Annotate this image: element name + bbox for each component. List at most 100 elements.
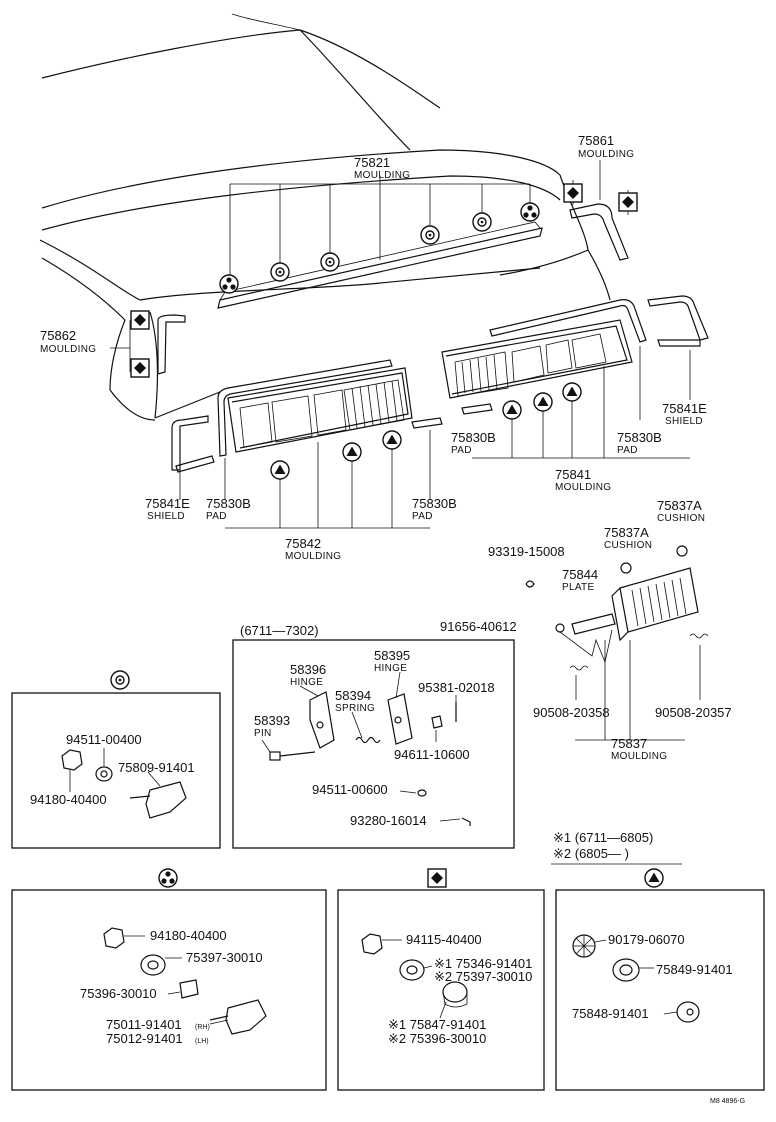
- circle-clip-detail-box: [11, 692, 221, 849]
- circle-dot-symbol: [110, 670, 130, 690]
- label-93280: 93280-16014: [350, 813, 427, 828]
- triangle-circle-symbol: [270, 460, 290, 480]
- label-75861: 75861: [578, 133, 614, 148]
- triangle-circle-symbol: [562, 382, 582, 402]
- label-94611: 94611-10600: [394, 747, 470, 762]
- label-c-note2-75396: ※2 75396-30010: [388, 1031, 486, 1046]
- circle-clip-parts: [61, 748, 187, 819]
- label-pad-left2: PAD: [412, 511, 433, 522]
- label-75841-moulding: MOULDING: [555, 482, 611, 493]
- triangle-clip-parts: [572, 934, 700, 1023]
- label-cushion-1: CUSHION: [657, 513, 705, 524]
- triangle-circle-symbol: [342, 442, 362, 462]
- label-shield-right: SHIELD: [665, 416, 703, 427]
- label-75837a-2: 75837A: [604, 525, 649, 540]
- circle-dot-symbol: [420, 225, 440, 245]
- label-75837: 75837: [611, 736, 647, 751]
- label-75821-moulding: MOULDING: [354, 170, 410, 181]
- label-75830b-right: 75830B: [617, 430, 662, 445]
- label-c-note2-75397: ※2 75397-30010: [434, 969, 532, 984]
- label-75841e-left: 75841E: [145, 496, 190, 511]
- label-hinge-1: HINGE: [290, 677, 323, 688]
- label-a-94511: 94511-00400: [66, 732, 142, 747]
- label-a-75809: 75809-91401: [118, 760, 195, 775]
- label-d-75848: 75848-91401: [572, 1006, 649, 1021]
- label-75830b-left: 75830B: [206, 496, 251, 511]
- triple-dot-symbol: [520, 202, 540, 222]
- label-94511-600: 94511-00600: [312, 782, 388, 797]
- label-58395: 58395: [374, 648, 410, 663]
- circle-dot-symbol: [270, 262, 290, 282]
- label-b-75012: 75012-91401: [106, 1031, 183, 1046]
- diamond-square-symbol: [130, 310, 150, 330]
- diamond-square-symbol: [130, 358, 150, 378]
- garnish-75837: [525, 545, 709, 741]
- label-90508-358: 90508-20358: [533, 705, 610, 720]
- label-75841: 75841: [555, 467, 591, 482]
- circle-dot-symbol: [320, 252, 340, 272]
- label-75861-moulding: MOULDING: [578, 149, 634, 160]
- label-c-94115: 94115-40400: [406, 932, 482, 947]
- label-a-94180: 94180-40400: [30, 792, 107, 807]
- label-91656: 91656-40612: [440, 619, 517, 634]
- tail-light-left-75842: [171, 359, 443, 529]
- label-pin: PIN: [254, 728, 272, 739]
- label-pad-center: PAD: [451, 445, 472, 456]
- label-75841e-right: 75841E: [662, 401, 707, 416]
- label-c-note1-75847: ※1 75847-91401: [388, 1017, 486, 1032]
- label-b-rh: (RH): [195, 1024, 210, 1031]
- label-pad-left: PAD: [206, 511, 227, 522]
- label-75830b-center: 75830B: [451, 430, 496, 445]
- triangle-circle-symbol: [382, 430, 402, 450]
- label-95381: 95381-02018: [418, 680, 495, 695]
- label-d-75849: 75849-91401: [656, 962, 733, 977]
- diamond-square-symbol: [563, 183, 583, 203]
- label-75842: 75842: [285, 536, 321, 551]
- diamond-square-symbol: [427, 868, 447, 888]
- hinge-detail-box: [232, 639, 515, 849]
- drawing-number: M8 4896-G: [710, 1098, 745, 1105]
- note-1: ※1 (6711—6805): [553, 830, 653, 845]
- label-75862-moulding: MOULDING: [40, 344, 96, 355]
- label-hinge-2: HINGE: [374, 663, 407, 674]
- triple-dot-symbol: [219, 274, 239, 294]
- label-93319: 93319-15008: [488, 544, 565, 559]
- triple-dot-clip-detail-box: [11, 889, 327, 1091]
- triple-dot-symbol: [158, 868, 178, 888]
- label-75830b-left2: 75830B: [412, 496, 457, 511]
- label-b-75011: 75011-91401: [106, 1017, 182, 1032]
- label-c-note1-75346: ※1 75346-91401: [434, 956, 532, 971]
- label-d-90179: 90179-06070: [608, 932, 685, 947]
- note-2: ※2 (6805— ): [553, 846, 629, 861]
- label-cushion-2: CUSHION: [604, 540, 652, 551]
- car-body-outline: [39, 13, 611, 421]
- tail-light-right-75841: [441, 295, 709, 459]
- circle-dot-symbol: [472, 212, 492, 232]
- label-58396: 58396: [290, 662, 326, 677]
- triangle-clip-detail-box: [555, 889, 765, 1091]
- triangle-circle-symbol: [644, 868, 664, 888]
- moulding-75821: [217, 176, 543, 309]
- triangle-circle-symbol: [502, 400, 522, 420]
- label-90508-357: 90508-20357: [655, 705, 732, 720]
- label-75844: 75844: [562, 567, 598, 582]
- hinge-parts: [261, 671, 471, 826]
- label-pad-right: PAD: [617, 445, 638, 456]
- label-b-lh: (LH): [195, 1038, 209, 1045]
- label-75821: 75821: [354, 155, 390, 170]
- diamond-square-symbol: [618, 192, 638, 212]
- label-b-75396: 75396-30010: [80, 986, 157, 1001]
- moulding-75862: [110, 310, 186, 378]
- label-shield-left: SHIELD: [147, 511, 185, 522]
- triangle-circle-symbol: [533, 392, 553, 412]
- label-spring: SPRING: [335, 703, 375, 714]
- diamond-clip-parts: [361, 933, 468, 1019]
- label-58393: 58393: [254, 713, 290, 728]
- label-75837a-1: 75837A: [657, 498, 702, 513]
- label-58394: 58394: [335, 688, 371, 703]
- label-75862: 75862: [40, 328, 76, 343]
- label-plate: PLATE: [562, 582, 594, 593]
- label-b-75397: 75397-30010: [186, 950, 263, 965]
- label-b-94180: 94180-40400: [150, 928, 227, 943]
